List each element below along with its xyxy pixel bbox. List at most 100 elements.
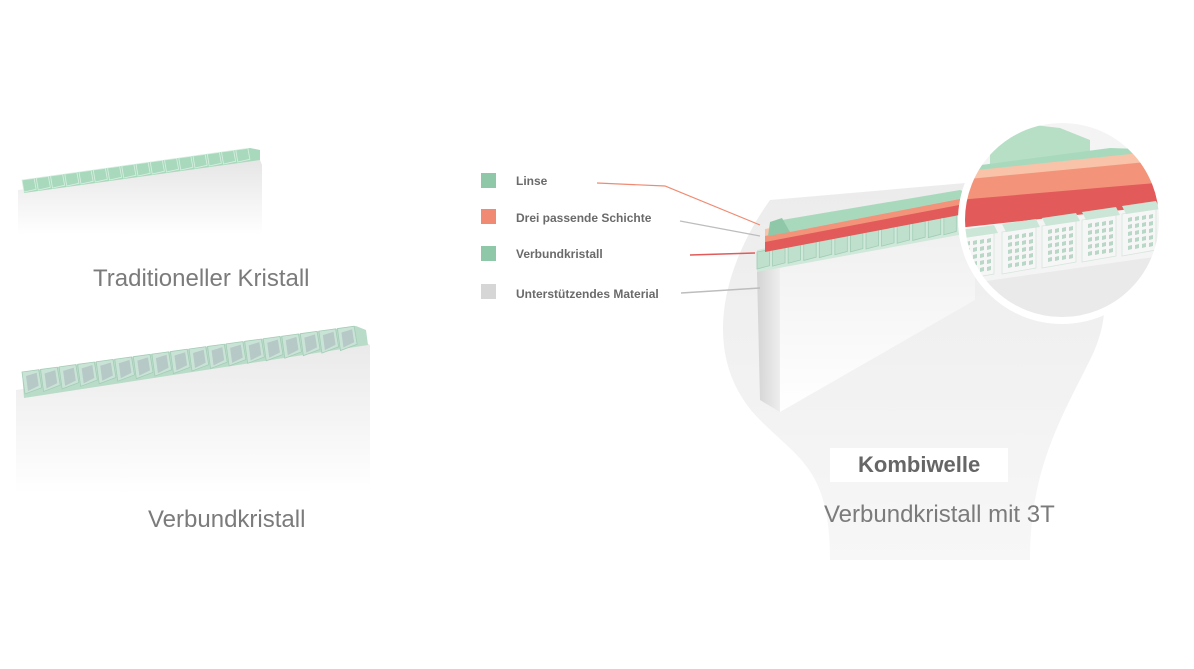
crystal-cell	[235, 147, 251, 163]
magnified-cell-dot	[1062, 248, 1066, 253]
magnified-cell-dot	[1102, 221, 1106, 226]
magnified-cell-dot	[1095, 236, 1099, 241]
magnified-cell-dot	[1135, 216, 1139, 221]
kombi-cell	[912, 220, 926, 241]
composite-cell-core	[285, 336, 299, 356]
magnified-cell-dot	[1055, 256, 1059, 261]
kombi-subtitle: Verbundkristall mit 3T	[824, 501, 1055, 528]
magnified-cell-dot	[1069, 240, 1073, 245]
kombi-cell	[896, 223, 910, 244]
magnified-cell-dot	[980, 260, 984, 265]
magnified-cell-dot	[1128, 224, 1132, 229]
magnified-cell-dot	[1135, 237, 1139, 242]
magnified-block-top	[962, 225, 998, 238]
legend-label-lens: Linse	[516, 174, 548, 188]
magnified-cell-dot	[1128, 245, 1132, 250]
magnified-cell-dot	[1088, 244, 1092, 249]
magnified-cell-dot	[1062, 234, 1066, 239]
composite-cell-core	[248, 342, 262, 361]
composite-cell-core	[100, 362, 113, 381]
crystal-cell	[206, 151, 222, 167]
kombi-crystal-illustration	[756, 189, 975, 412]
traditional-crystal-caption: Traditioneller Kristall	[93, 265, 310, 292]
kombi-cell	[756, 249, 770, 270]
magnified-cell-dot	[1149, 214, 1153, 219]
magnified-cell-dot	[1062, 227, 1066, 232]
crystal-cell	[192, 153, 208, 169]
magnified-cell-dot	[1095, 222, 1099, 227]
magnified-cell-dot	[1142, 222, 1146, 227]
crystal-cell	[92, 167, 108, 183]
magnified-cell-dot	[1022, 254, 1026, 259]
magnified-cell-dot	[987, 252, 991, 257]
magnified-cell-dot	[1015, 241, 1019, 246]
crystal-cell	[164, 157, 180, 173]
magnified-cell-dot	[1048, 229, 1052, 234]
magnified-cell-dot	[1142, 229, 1146, 234]
kombi-cell	[881, 226, 895, 247]
magnified-cell-dot	[1142, 215, 1146, 220]
magnified-cell-dot	[1055, 235, 1059, 240]
magnified-cell-dot	[1069, 226, 1073, 231]
composite-crystal-illustration	[16, 325, 370, 495]
crystal-cell	[221, 149, 237, 165]
magnified-cell-dot	[1055, 228, 1059, 233]
composite-cell-core	[267, 339, 280, 358]
magnified-cell-dot	[1069, 247, 1073, 252]
magnified-cell-dot	[1029, 253, 1033, 258]
magnified-cell-dot	[1048, 243, 1052, 248]
magnified-cell-dot	[1149, 235, 1153, 240]
magnified-cell-dot	[1088, 251, 1092, 256]
composite-cell-core	[63, 367, 76, 386]
magnified-cell-dot	[980, 239, 984, 244]
magnified-cell-dot	[980, 267, 984, 272]
kombi-cell	[850, 232, 864, 253]
composite-cell-core	[44, 370, 58, 389]
magnified-cell-dot	[1142, 243, 1146, 248]
magnified-cell-dot	[1149, 221, 1153, 226]
crystal-cell	[64, 171, 80, 187]
magnified-cell-dot	[1128, 217, 1132, 222]
composite-cell-core	[81, 365, 95, 384]
magnified-block-top	[1122, 201, 1160, 214]
magnified-cell-dot	[1048, 257, 1052, 262]
magnified-cell-dot	[1029, 246, 1033, 251]
magnified-cell-dot	[1062, 255, 1066, 260]
magnified-cell-dot	[1008, 263, 1012, 268]
crystal-cell	[35, 175, 51, 191]
magnified-cell-dot	[1048, 250, 1052, 255]
magnified-cell-dot	[1135, 223, 1139, 228]
magnified-cell-dot	[1102, 242, 1106, 247]
magnified-cell-dot	[1109, 241, 1113, 246]
composite-cell-core	[211, 347, 225, 366]
magnified-cell-dot	[1102, 235, 1106, 240]
magnified-cell-dot	[1142, 236, 1146, 241]
composite-cell-core	[137, 357, 151, 376]
magnified-cell-dot	[987, 266, 991, 271]
magnified-cell-dot	[1149, 242, 1153, 247]
legend-swatch-layers	[481, 209, 496, 224]
magnified-cell-dot	[1069, 233, 1073, 238]
magnified-cell-dot	[1128, 238, 1132, 243]
magnified-cell-dot	[1088, 223, 1092, 228]
magnified-cell-dot	[1022, 247, 1026, 252]
kombi-cell	[927, 217, 942, 239]
magnified-cell-dot	[1088, 237, 1092, 242]
magnified-cell-dot	[980, 253, 984, 258]
magnified-cell-dot	[1022, 233, 1026, 238]
magnified-cell-dot	[1109, 220, 1113, 225]
legend-label-support: Unterstützendes Material	[516, 287, 659, 301]
magnified-cell-dot	[1015, 255, 1019, 260]
magnified-cell-dot	[1095, 243, 1099, 248]
legend-swatch-lens	[481, 173, 496, 188]
composite-cell-core	[174, 352, 188, 371]
kombi-title-box: Kombiwelle	[830, 448, 1009, 482]
magnified-cell-dot	[1102, 249, 1106, 254]
magnified-cell-dot	[1149, 228, 1153, 233]
composite-cell-core	[322, 331, 336, 351]
magnified-block-top	[1082, 207, 1120, 220]
magnified-cell-dot	[973, 247, 977, 252]
leader-lines	[596, 182, 761, 294]
traditional-crystal-illustration	[18, 147, 262, 235]
